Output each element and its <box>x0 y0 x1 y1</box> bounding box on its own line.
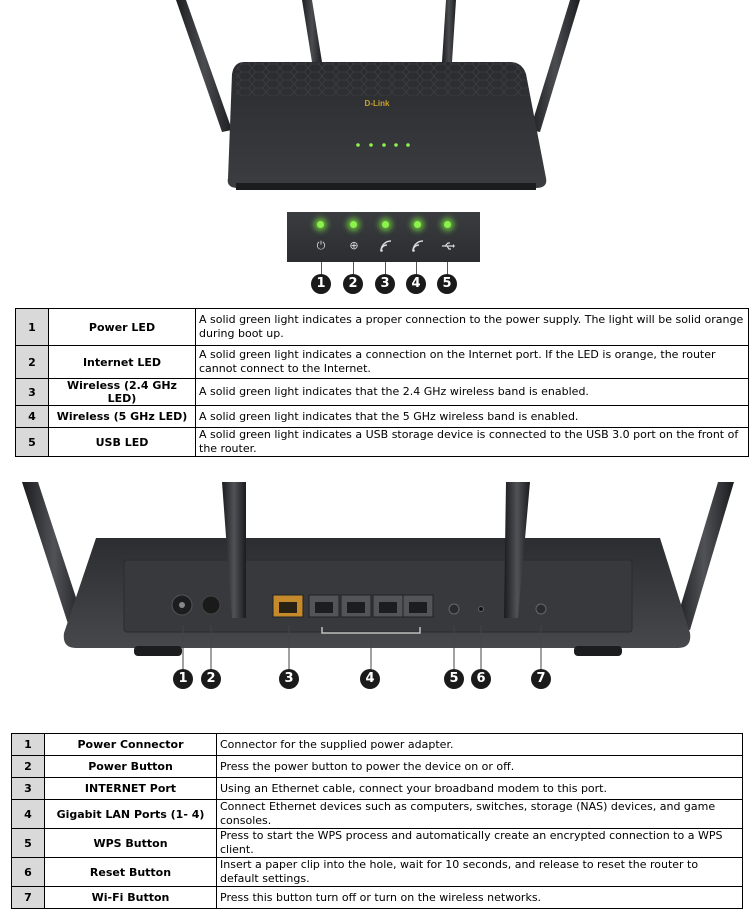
antenna-right-inner <box>442 0 456 62</box>
row-description: Connect Ethernet devices such as compute… <box>217 800 743 829</box>
row-name: INTERNET Port <box>45 778 217 800</box>
router-rear-image <box>0 478 755 698</box>
callout-front-2: 2 <box>343 274 363 294</box>
callout-rear-2: 2 <box>201 669 221 689</box>
callout-rear-1: 1 <box>173 669 193 689</box>
lan-ports <box>309 595 433 617</box>
reset-button <box>479 607 484 612</box>
wifi-button <box>536 604 546 614</box>
table-row: 3 INTERNET Port Using an Ethernet cable,… <box>12 778 743 800</box>
row-number: 1 <box>16 309 49 346</box>
row-description: Connector for the supplied power adapter… <box>217 734 743 756</box>
antenna-left-outer <box>176 0 232 132</box>
callout-rear-6: 6 <box>471 669 491 689</box>
wireless-2g-icon <box>379 239 393 257</box>
row-name: Wireless (5 GHz LED) <box>49 406 196 428</box>
table-row: 2 Power Button Press the power button to… <box>12 756 743 778</box>
row-description: A solid green light indicates a USB stor… <box>196 428 749 457</box>
callout-front-3: 3 <box>375 274 395 294</box>
router-front-illustration: D-Link ⏻ ⊕ 1 2 3 4 5 <box>0 0 755 300</box>
row-description: Press the power button to power the devi… <box>217 756 743 778</box>
row-number: 3 <box>12 778 45 800</box>
table-row: 4 Wireless (5 GHz LED) A solid green lig… <box>16 406 749 428</box>
wireless-5-led <box>414 221 421 228</box>
port-description-table: 1 Power Connector Connector for the supp… <box>11 733 743 909</box>
row-description: A solid green light indicates that the 5… <box>196 406 749 428</box>
row-name: Power Connector <box>45 734 217 756</box>
table-row: 5 USB LED A solid green light indicates … <box>16 428 749 457</box>
row-name: Gigabit LAN Ports (1- 4) <box>45 800 217 829</box>
row-number: 2 <box>12 756 45 778</box>
power-led <box>317 221 324 228</box>
row-number: 3 <box>16 379 49 406</box>
row-name: Power Button <box>45 756 217 778</box>
row-description: Using an Ethernet cable, connect your br… <box>217 778 743 800</box>
wps-button <box>449 604 459 614</box>
power-button <box>202 596 220 614</box>
row-name: Power LED <box>49 309 196 346</box>
callout-rear-5: 5 <box>444 669 464 689</box>
table-row: 2 Internet LED A solid green light indic… <box>16 346 749 379</box>
table-row: 1 Power LED A solid green light indicate… <box>16 309 749 346</box>
row-name: Wireless (2.4 GHz LED) <box>49 379 196 406</box>
internet-icon: ⊕ <box>347 239 361 253</box>
table-row: 7 Wi-Fi Button Press this button turn of… <box>12 887 743 909</box>
internet-led <box>350 221 357 228</box>
router-front-image: D-Link <box>0 0 755 210</box>
callout-rear-7: 7 <box>531 669 551 689</box>
callout-front-4: 4 <box>406 274 426 294</box>
row-name: Internet LED <box>49 346 196 379</box>
wireless-5g-icon <box>411 239 425 257</box>
row-number: 4 <box>12 800 45 829</box>
router-logo: D-Link <box>365 99 390 108</box>
row-description: Press this button turn off or turn on th… <box>217 887 743 909</box>
row-number: 4 <box>16 406 49 428</box>
table-row: 4 Gigabit LAN Ports (1- 4) Connect Ether… <box>12 800 743 829</box>
row-description: Press to start the WPS process and autom… <box>217 829 743 858</box>
row-description: A solid green light indicates a proper c… <box>196 309 749 346</box>
row-number: 7 <box>12 887 45 909</box>
callout-rear-4: 4 <box>360 669 380 689</box>
row-name: USB LED <box>49 428 196 457</box>
callout-front-1: 1 <box>311 274 331 294</box>
callout-rear-3: 3 <box>279 669 299 689</box>
table-row: 3 Wireless (2.4 GHz LED) A solid green l… <box>16 379 749 406</box>
power-icon: ⏻ <box>314 239 328 253</box>
row-name: Wi-Fi Button <box>45 887 217 909</box>
row-number: 5 <box>16 428 49 457</box>
router-rear-illustration: 1 2 3 4 5 6 7 <box>0 478 755 698</box>
row-description: A solid green light indicates a connecti… <box>196 346 749 379</box>
led-panel-closeup: ⏻ ⊕ <box>287 212 480 262</box>
table-row: 1 Power Connector Connector for the supp… <box>12 734 743 756</box>
led-description-table: 1 Power LED A solid green light indicate… <box>15 308 749 457</box>
row-number: 2 <box>16 346 49 379</box>
row-description: A solid green light indicates that the 2… <box>196 379 749 406</box>
antenna-left-inner <box>302 0 322 62</box>
row-number: 1 <box>12 734 45 756</box>
row-number: 6 <box>12 858 45 887</box>
table-row: 6 Reset Button Insert a paper clip into … <box>12 858 743 887</box>
row-description: Insert a paper clip into the hole, wait … <box>217 858 743 887</box>
callout-front-5: 5 <box>437 274 457 294</box>
row-name: Reset Button <box>45 858 217 887</box>
usb-led <box>444 221 451 228</box>
row-name: WPS Button <box>45 829 217 858</box>
antenna-rear-right <box>674 482 734 630</box>
table-row: 5 WPS Button Press to start the WPS proc… <box>12 829 743 858</box>
antenna-right-outer <box>530 0 580 132</box>
row-number: 5 <box>12 829 45 858</box>
wireless-24-led <box>382 221 389 228</box>
usb-icon <box>441 239 455 257</box>
